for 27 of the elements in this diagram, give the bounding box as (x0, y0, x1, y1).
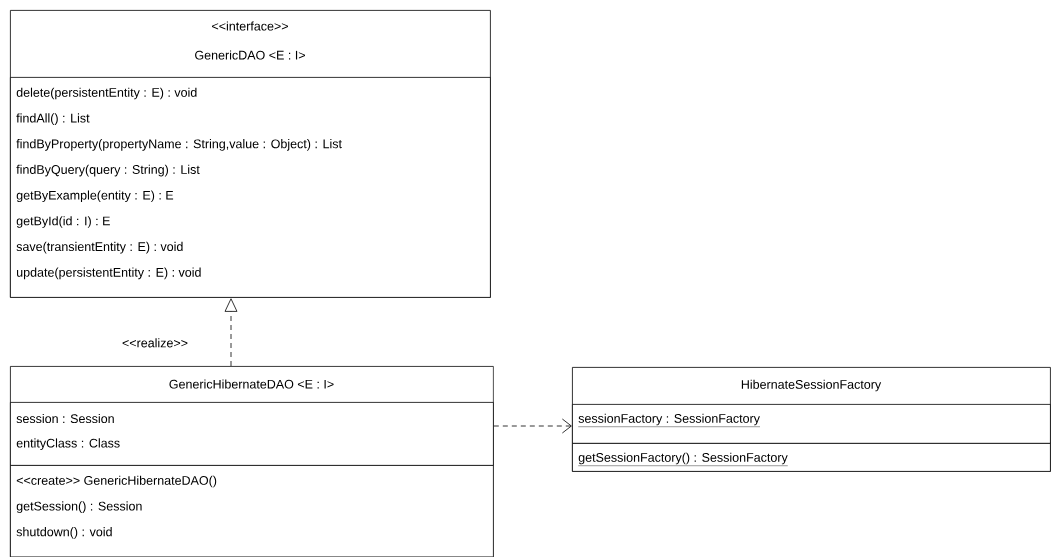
method-compartment (572, 443, 1051, 472)
method-compartment (10, 465, 494, 557)
method-signature: <<create>> GenericHibernateDAO() (16, 475, 217, 488)
attribute: entityClass : Class (16, 438, 120, 451)
attribute: session : Session (16, 413, 114, 424)
attribute-compartment (10, 402, 494, 466)
method-signature: getById(id : I) : E (16, 216, 110, 228)
method-signature: shutdown() : void (16, 527, 112, 539)
method-signature: update(persistentEntity : E) : void (17, 267, 201, 280)
attribute-compartment (572, 404, 1051, 444)
method-signature: findByProperty(propertyName : String,value : Object) : List (16, 139, 342, 151)
class-name: HibernateSessionFactory (741, 379, 882, 392)
method-signature: getByExample(entity : E) : E (16, 190, 174, 203)
method-compartment (10, 77, 491, 298)
realization-arrow (224, 298, 238, 367)
method-signature: getSession() : Session (16, 501, 142, 514)
method-signature: save(transientEntity : E) : void (16, 241, 183, 254)
class-name: GenericHibernateDAO <E : I> (169, 379, 334, 389)
stereotype: <<interface>> (212, 21, 288, 31)
dependency-arrow (493, 418, 572, 434)
edge-label: <<realize>> (121, 337, 189, 349)
method-signature: findAll() : List (16, 113, 90, 126)
attribute: sessionFactory : SessionFactory (578, 413, 761, 427)
class-name: GenericDAO <E : I> (195, 50, 305, 60)
method-signature: findByQuery(query : String) : List (16, 164, 200, 177)
method-signature: delete(persistentEntity : E) : void (16, 87, 197, 100)
method-signature: getSessionFactory() : SessionFactory (578, 452, 788, 466)
